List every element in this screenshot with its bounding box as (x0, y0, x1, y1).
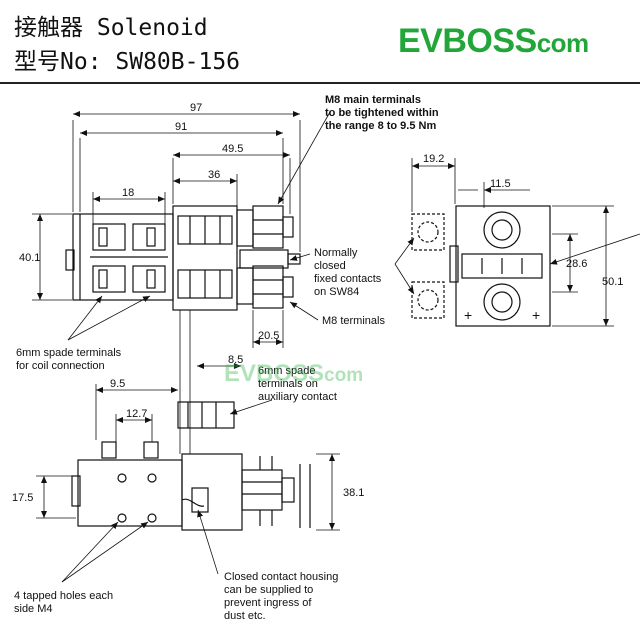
dim-19-2: 19.2 (423, 153, 444, 165)
watermark-logo: EVBOSScom (224, 360, 364, 387)
end-dimensions (394, 158, 640, 327)
plus-right-mark: + (532, 307, 540, 323)
dim-28-6: 28.6 (566, 258, 587, 270)
dim-91: 91 (175, 121, 187, 133)
m8-main-note-2: to be tightened within (325, 107, 439, 119)
technical-drawing: 97 91 49.5 36 18 40.1 20.5 8.5 M8 main t… (12, 94, 640, 622)
dim-97: 97 (190, 102, 202, 114)
plus-left-mark: + (464, 307, 472, 323)
dim-17-5: 17.5 (12, 492, 33, 504)
housing-note-3: prevent ingress of (224, 597, 312, 609)
side-dimensions (32, 111, 331, 454)
top-m8-terminal (241, 469, 283, 511)
dim-18: 18 (122, 187, 134, 199)
housing-note-4: dust etc. (224, 610, 266, 622)
nc-note-2: closed (314, 260, 346, 272)
side-view (65, 205, 301, 311)
dim-36: 36 (208, 169, 220, 181)
dim-20-5: 20.5 (258, 330, 279, 342)
tapped-holes-note-2: side M4 (14, 603, 53, 615)
end-bar (461, 253, 543, 279)
m8-main-terminal-bottom (252, 265, 284, 309)
top-contact-housing (181, 453, 243, 531)
header: 接触器 Solenoid 型号No: SW80B-156 EVBOSScom (0, 0, 640, 82)
end-dimension-labels: 19.2 11.5 28.6 50.1 + + (423, 153, 623, 323)
top-view (71, 401, 311, 531)
dim-9-5: 9.5 (110, 378, 125, 390)
aux-spade-note-3: auxiliary contact (258, 391, 337, 403)
m8-main-terminal-top (252, 205, 284, 249)
top-coil-body (77, 459, 183, 527)
contact-housing (172, 205, 238, 311)
top-dimensions (36, 384, 340, 583)
end-plate (455, 205, 551, 327)
m8-main-note-1: M8 main terminals (325, 94, 421, 106)
coil-end-cap (65, 249, 75, 271)
nc-note-1: Normally (314, 247, 358, 259)
dim-12-7: 12.7 (126, 408, 147, 420)
housing-note-2: can be supplied to (224, 584, 313, 596)
model-number: 型号No: SW80B-156 (14, 49, 241, 75)
aux-spade-note-1: 6mm spade (258, 365, 315, 377)
top-dimension-labels: 9.5 12.7 17.5 38.1 6mm spade terminals o… (12, 365, 364, 622)
dim-49-5: 49.5 (222, 143, 243, 155)
dim-38-1: 38.1 (343, 487, 364, 499)
coil-spade-note-2: for coil connection (16, 360, 105, 372)
dim-8-5: 8.5 (228, 354, 243, 366)
end-view (411, 205, 551, 327)
m8-terminals-note: M8 terminals (322, 315, 385, 327)
housing-note-1: Closed contact housing (224, 571, 338, 583)
dim-50-1: 50.1 (602, 276, 623, 288)
coil-spade-note-1: 6mm spade terminals (16, 347, 122, 359)
brand-logo: EVBOSScom (398, 22, 589, 60)
aux-spade-block (177, 401, 235, 429)
m8-main-note-3: the range 8 to 9.5 Nm (325, 120, 436, 132)
tapped-holes-note-1: 4 tapped holes each (14, 590, 113, 602)
side-dimension-labels: 97 91 49.5 36 18 40.1 20.5 8.5 M8 main t… (16, 94, 439, 372)
nc-note-3: fixed contacts (314, 273, 382, 285)
aux-bracket (239, 249, 289, 269)
nc-note-4: on SW84 (314, 286, 359, 298)
aux-spade-note-2: terminals on (258, 378, 318, 390)
dim-40-1: 40.1 (19, 252, 40, 264)
product-title: 接触器 Solenoid (14, 15, 208, 41)
dim-11-5: 11.5 (490, 178, 511, 190)
header-divider (0, 82, 640, 84)
